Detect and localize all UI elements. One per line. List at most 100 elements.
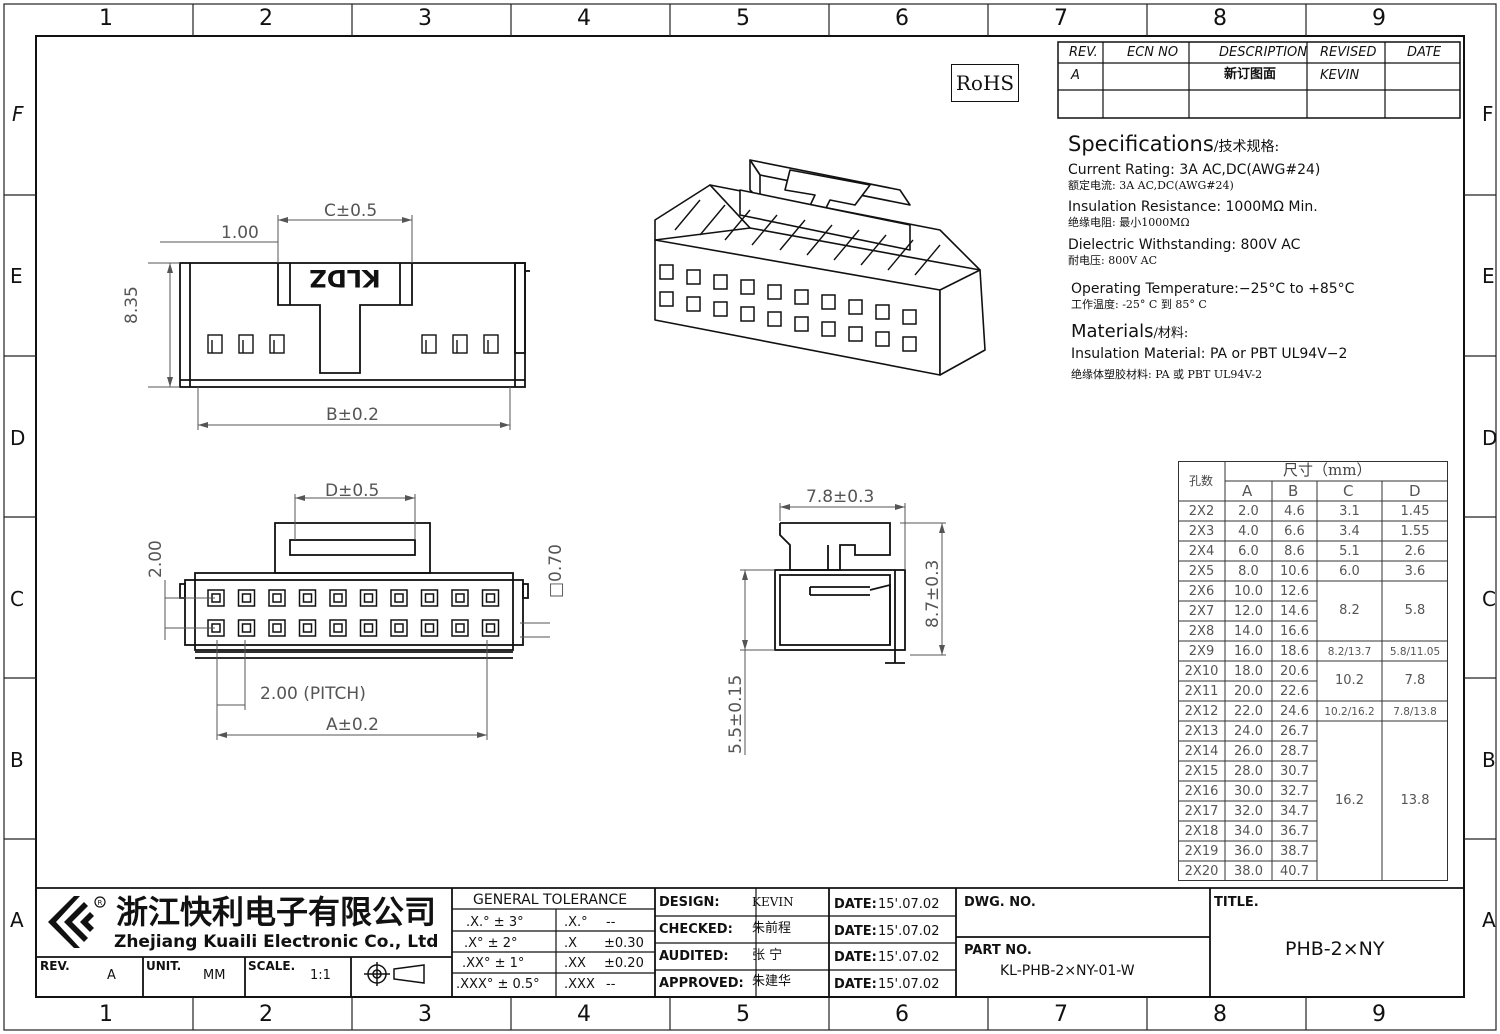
iso-cavity: [794, 316, 809, 332]
table-cell: 8.0: [1238, 564, 1259, 579]
table-cell: 7.8: [1404, 673, 1426, 688]
table-cell: 3.4: [1339, 524, 1360, 539]
table-cell: 2X6: [1188, 584, 1215, 599]
terminal-cavity-inner: [363, 593, 374, 603]
company-name-en: Zhejiang Kuaili Electronic Co., Ltd: [114, 932, 439, 952]
date-label: DATE:: [834, 897, 877, 912]
materials-heading: Materials/材料:: [1071, 323, 1188, 341]
audited-value: 张 宁: [752, 948, 783, 963]
dim-side-width: 7.8±0.3: [806, 487, 875, 507]
spec-temperature: Operating Temperature:−25°C to +85°C: [1071, 281, 1355, 297]
terminal-cavity-inner: [241, 593, 252, 603]
specs-heading-en: Specifications: [1068, 132, 1214, 156]
tolerance-val-0: --: [606, 915, 616, 930]
dim-a: A±0.2: [326, 715, 379, 735]
revised-header: REVISED: [1320, 45, 1377, 60]
terminal-cavity-inner: [455, 593, 465, 603]
connector-top-view: KLDZ: [148, 215, 530, 430]
table-cell: 2X3: [1188, 524, 1215, 539]
dim-square: □0.70: [546, 544, 566, 598]
terminal-cavity-inner: [485, 623, 496, 633]
row-letter: A: [1482, 908, 1496, 932]
specs-heading: Specifications/技术规格:: [1068, 134, 1279, 155]
table-cell: 2.0: [1238, 504, 1259, 519]
date-value: 15'.07.02: [878, 950, 940, 965]
table-cell: 3.1: [1339, 504, 1360, 519]
row-letter: D: [1482, 426, 1498, 450]
iso-cavity: [713, 274, 728, 290]
table-cell: 28.0: [1234, 764, 1263, 779]
dim-pin-width: 1.00: [221, 223, 259, 243]
table-cell: 20.0: [1234, 684, 1263, 699]
dim-d: D±0.5: [325, 481, 380, 501]
col-number: 4: [577, 1002, 591, 1027]
col-d-header: D: [1409, 482, 1421, 500]
size-table-grid: [1178, 461, 1448, 881]
terminal-cavity-inner: [394, 593, 404, 603]
table-cell: 6.6: [1284, 524, 1305, 539]
table-cell: 4.6: [1284, 504, 1305, 519]
col-number: 7: [1054, 1002, 1068, 1027]
row-letter: F: [12, 102, 24, 126]
table-cell: 5.8/11.05: [1389, 646, 1441, 658]
table-cell: 13.8: [1400, 793, 1430, 808]
part-no-label: PART NO.: [964, 943, 1032, 958]
unit-value: MM: [203, 968, 226, 983]
table-cell: 8.2: [1339, 603, 1360, 618]
scale-value: 1:1: [310, 968, 331, 983]
table-cell: 6.0: [1339, 564, 1360, 579]
projection-symbol: [364, 962, 425, 986]
table-cell: 2X8: [1188, 624, 1215, 639]
table-cell: 12.0: [1234, 604, 1263, 619]
col-c-header: C: [1343, 482, 1354, 500]
rev-value: A: [107, 968, 116, 983]
terminal-cavity-inner: [424, 623, 435, 633]
table-cell: 2X7: [1188, 604, 1215, 619]
revision-table: [1057, 41, 1461, 119]
part-no-value: KL-PHB-2×NY-01-W: [1000, 963, 1135, 979]
iso-cavity: [740, 279, 755, 295]
company-logo-icon: R: [48, 896, 106, 948]
table-cell: 8.2/13.7: [1327, 646, 1372, 658]
dim-b: B±0.2: [326, 405, 379, 425]
table-cell: 36.7: [1280, 824, 1309, 839]
table-cell: 26.7: [1280, 724, 1309, 739]
col-number: 9: [1372, 6, 1386, 31]
table-cell: 2X14: [1184, 744, 1219, 759]
table-cell: 34.0: [1234, 824, 1263, 839]
date-value: 15'.07.02: [878, 897, 940, 912]
iso-cavity: [821, 321, 836, 337]
tolerance-dec-0: .X.°: [564, 915, 588, 930]
terminal-cavity-inner: [363, 623, 374, 633]
table-cell: 32.0: [1234, 804, 1263, 819]
rev-value: A: [1071, 68, 1080, 83]
tolerance-angle-0: .X.° ± 3°: [466, 915, 524, 930]
table-cell: 20.6: [1280, 664, 1309, 679]
col-number: 2: [259, 1002, 273, 1027]
table-cell: 5.1: [1339, 544, 1360, 559]
table-cell: 3.6: [1404, 564, 1426, 579]
spec-insulation-cn: 绝缘电阻: 最小1000MΩ: [1068, 216, 1190, 229]
connector-front-view: [164, 494, 550, 740]
table-cell: 10.2/16.2: [1324, 706, 1375, 718]
rohs-label: RoHS: [955, 71, 1015, 95]
table-cell: 38.0: [1234, 864, 1263, 879]
row-letter: E: [10, 264, 23, 288]
col-number: 5: [736, 1002, 750, 1027]
tolerance-val-1: ±0.30: [604, 936, 644, 951]
title-label: TITLE.: [1214, 895, 1259, 910]
table-cell: 18.6: [1280, 644, 1309, 659]
iso-cavity: [659, 264, 674, 280]
table-cell: 2X2: [1188, 504, 1215, 519]
table-cell: 8.6: [1284, 544, 1305, 559]
col-a-header: A: [1242, 482, 1253, 500]
table-cell: 2X20: [1184, 864, 1219, 879]
row-letter: A: [10, 908, 24, 932]
table-cell: 12.6: [1280, 584, 1309, 599]
terminal-cavity-inner: [333, 623, 343, 633]
table-cell: 26.0: [1234, 744, 1263, 759]
design-label: DESIGN:: [659, 895, 720, 910]
design-value: KEVIN: [752, 895, 794, 909]
iso-cavity: [848, 326, 863, 342]
table-cell: 1.45: [1400, 504, 1430, 519]
